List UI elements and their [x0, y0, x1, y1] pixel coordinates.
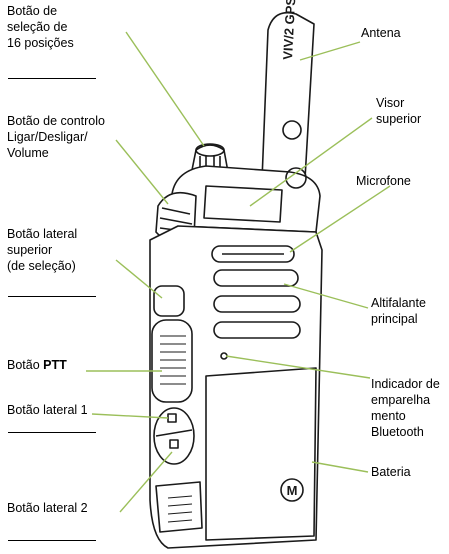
label-line: Botão lateral 1: [7, 403, 88, 417]
label-line: Altifalante: [371, 296, 426, 310]
label-line: Bluetooth: [371, 425, 424, 439]
label-rule: [8, 78, 96, 79]
label-line: Botão lateral: [7, 227, 78, 241]
label-top-display: Visor superior: [376, 95, 421, 127]
brand-logo: [280, 478, 304, 502]
label-line: seleção de: [7, 20, 68, 34]
battery-panel: [205, 367, 317, 541]
logo-letter: M: [287, 483, 298, 498]
label-rule: [8, 540, 96, 541]
battery-latch: [155, 481, 203, 533]
label-side-button-1: Botão lateral 1: [7, 402, 88, 418]
leader-lines: [86, 31, 391, 513]
label-line: superior: [376, 112, 422, 126]
label-main-speaker: Altifalante principal: [371, 295, 426, 327]
top-display: [203, 185, 283, 223]
antenna-print: VIV/2 GPS: [280, 0, 298, 60]
label-rule: [8, 296, 96, 297]
antenna-logo: [282, 120, 302, 140]
label-line: Bateria: [371, 465, 411, 479]
label-line: 16 posições: [7, 36, 74, 50]
label-line: Visor: [376, 96, 405, 110]
label-line: mento: [371, 409, 406, 423]
label-line: Microfone: [356, 174, 411, 188]
label-line: Indicador de: [371, 377, 440, 391]
label-16-position-knob: Botão de seleção de 16 posições: [7, 3, 74, 51]
label-battery: Bateria: [371, 464, 411, 480]
label-ptt-button: Botão PTT: [7, 357, 67, 373]
label-line: (de seleção): [7, 259, 76, 273]
microphone-slot: [211, 245, 295, 263]
label-line: Botão de: [7, 4, 58, 18]
label-power-volume-knob: Botão de controlo Ligar/Desligar/ Volume: [7, 113, 105, 161]
label-side-button-2: Botão lateral 2: [7, 500, 88, 516]
label-line: Botão lateral 2: [7, 501, 88, 515]
label-rule: [8, 432, 96, 433]
label-line: Botão de controlo: [7, 114, 105, 128]
label-bluetooth-indicator: Indicador de emparelha mento Bluetooth: [371, 376, 440, 440]
label-line: Ligar/Desligar/: [7, 130, 88, 144]
label-bold-text: PTT: [43, 358, 67, 372]
label-text: Botão: [7, 358, 44, 372]
label-line: emparelha: [371, 393, 431, 407]
ptt-button-shape: [151, 319, 193, 403]
label-line: Antena: [361, 26, 401, 40]
label-line: superior: [7, 243, 53, 257]
label-line: principal: [371, 312, 418, 326]
label-line: Volume: [7, 146, 49, 160]
label-antenna: Antena: [361, 25, 401, 41]
side-buttons-shape: [153, 407, 195, 465]
antenna: [261, 11, 315, 197]
label-top-side-button: Botão lateral superior (de seleção): [7, 226, 77, 274]
label-microphone: Microfone: [356, 173, 411, 189]
top-side-button-shape: [153, 285, 185, 317]
